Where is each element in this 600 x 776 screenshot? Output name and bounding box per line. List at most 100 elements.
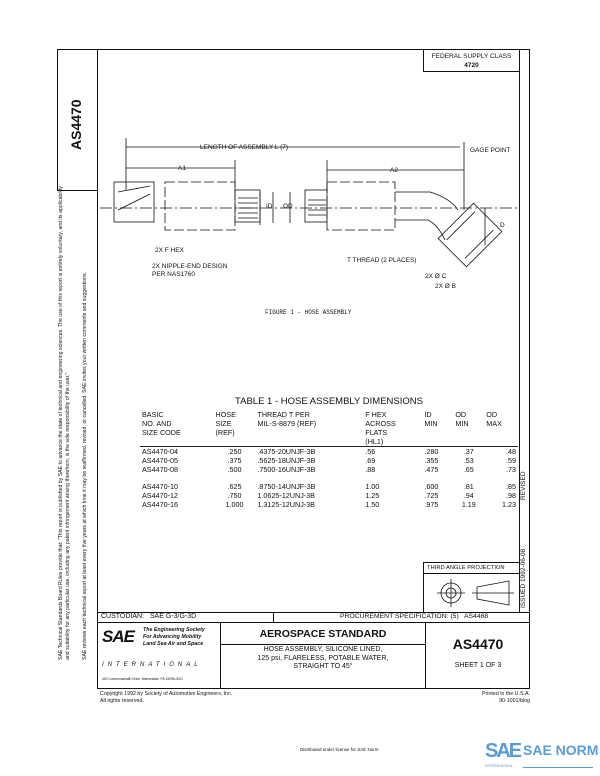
watermark-line [523, 767, 593, 768]
issued-date: ISSUED 1992-06-08 [520, 548, 527, 608]
copyright-line: Copyright 1992 by Society of Automotive … [100, 691, 233, 697]
table-cell: .94 [463, 491, 474, 500]
table-cell: .98 [506, 491, 516, 500]
drawing-frame [97, 49, 530, 612]
table-cell: .88 [365, 465, 376, 474]
table-row: AS4470-04.250.4375-20UNJF-3B.56.280.37.4… [140, 447, 518, 457]
table-cell: 1.000 [225, 500, 244, 509]
document-number: AS4470 [452, 636, 504, 652]
table-cell: 1.23 [502, 500, 516, 509]
label-dia-c: 2X Ø C [425, 273, 447, 280]
watermark-logo: SAE [485, 740, 522, 762]
table-cell: .475 [424, 465, 439, 474]
hose-assembly-figure: LENGTH OF ASSEMBLY L (7) GAGE POINT A1 A… [100, 138, 520, 316]
col-thread: THREAD T PER MIL-S-8879 (REF) [255, 410, 364, 447]
projection-label: THIRD ANGLE PROJECTION [424, 563, 519, 574]
table-title: TABLE 1 - HOSE ASSEMBLY DIMENSIONS [235, 396, 423, 407]
table-cell: .750 [227, 491, 242, 500]
title-block [97, 622, 530, 689]
table-cell: .8750-14UNJF-3B [257, 482, 316, 491]
table-cell: .73 [506, 465, 516, 474]
col-od-min: OD MIN [453, 410, 485, 447]
table-cell: .53 [463, 456, 474, 465]
table-cell: .725 [424, 491, 439, 500]
table-cell: 1.19 [461, 500, 476, 509]
table-row: AS4470-12 .750 1.0625-12UNJ-3B 1.25 .725 .94.… [140, 491, 518, 500]
fsc-label: FEDERAL SUPPLY CLASS [431, 53, 512, 60]
label-dia-b: 2X Ø B [435, 283, 456, 290]
standard-type: AEROSPACE STANDARD [259, 628, 387, 640]
bottom-note: Distributed under license for SAE Norm [300, 747, 379, 752]
tagline-2: For Advancing Mobility [143, 634, 202, 640]
table-cell: .37 [463, 447, 474, 456]
table-cell: .375 [227, 456, 242, 465]
title-line-2: 125 psi, FLARELESS, POTABLE WATER, [257, 654, 389, 662]
sheet-number: SHEET 1 OF 3 [454, 662, 502, 669]
rights-line: All rights reserved. [100, 698, 144, 704]
table-cell: 1.3125-12UNJ-3B [257, 500, 315, 509]
revised-label: REVISED [520, 471, 527, 500]
sae-tagline: The Engineering Society For Advancing Mo… [143, 627, 205, 648]
title-divider-3 [220, 644, 425, 645]
watermark-text: SAE NORM [523, 742, 599, 758]
label-gage-point: GAGE POINT [470, 147, 510, 154]
col-basic-no: BASIC NO. AND SIZE CODE [140, 410, 214, 447]
table-cell: .85 [506, 482, 516, 491]
table-cell: 1.50 [365, 500, 380, 509]
side-note-2: SAE reviews each technical report at lea… [82, 272, 88, 660]
table-cell: AS4470-05 [142, 456, 178, 465]
label-hex: 2X F HEX [155, 247, 185, 254]
hose-dimensions-table: BASIC NO. AND SIZE CODE HOSE SIZE (REF) … [140, 410, 518, 509]
printed-in: Printed in the U.S.A. 90-1001/blog [430, 691, 530, 705]
federal-supply-class-box: FEDERAL SUPPLY CLASS 4720 [423, 49, 520, 72]
table-cell: 1.0625-12UNJ-3B [257, 491, 315, 500]
table-header-row: BASIC NO. AND SIZE CODE HOSE SIZE (REF) … [140, 410, 518, 447]
col-hex: F HEX ACROSS FLATS (HL1) [363, 410, 423, 447]
table-cell: .4375-20UNJF-3B [257, 447, 316, 456]
table-cell: .65 [463, 465, 474, 474]
custodian-divider [273, 612, 274, 623]
table-cell: .81 [463, 482, 474, 491]
custodian: CUSTODIAN: SAE G-3/G-3D [101, 613, 197, 620]
col-od-max: OD MAX [484, 410, 518, 447]
sae-norm-watermark: SAE SAE NORM INTERNATIONAL [483, 740, 600, 774]
table-row: AS4470-08.500.7500-16UNJF-3B.88.475.65.7… [140, 465, 518, 474]
label-a1: A1 [178, 165, 186, 172]
table-cell: .59 [506, 456, 516, 465]
table-cell: AS4470-08 [142, 465, 178, 474]
tagline-1: The Engineering Society [143, 627, 205, 633]
label-thread: T THREAD (2 PLACES) [347, 257, 416, 264]
figure-caption: FIGURE 1 - HOSE ASSEMBLY [265, 309, 352, 316]
label-nipple: 2X NIPPLE-END DESIGN [152, 263, 228, 270]
sae-logo: SAE [102, 627, 135, 646]
table-cell: 1.25 [365, 491, 380, 500]
label-length: LENGTH OF ASSEMBLY L (7) [200, 144, 288, 151]
table-cell: .280 [424, 447, 439, 456]
label-nipple-ref: PER NAS1760 [152, 271, 195, 278]
title-line-1: HOSE ASSEMBLY, SILICONE LINED, [263, 646, 383, 653]
table-cell: .355 [424, 456, 439, 465]
sae-address: 400 Commonwealth Drive, Warrendale, PA 1… [102, 677, 184, 681]
table-spacer [140, 474, 518, 482]
procurement-specification: PROCUREMENT SPECIFICATION: (5) AS4468 [340, 613, 489, 620]
fsc-value: 4720 [464, 62, 479, 69]
table-cell: AS4470-04 [142, 447, 178, 456]
table-cell: AS4470-12 [142, 491, 178, 500]
revision-strip-line [519, 49, 520, 612]
table-cell: .69 [365, 456, 376, 465]
document-title: HOSE ASSEMBLY, SILICONE LINED, 125 psi, … [221, 646, 425, 672]
col-id-min: ID MIN [422, 410, 454, 447]
code-line: 90-1001/blog [499, 698, 530, 704]
label-d: D [500, 222, 505, 229]
printed-line: Printed in the U.S.A. [482, 691, 530, 697]
projection-symbol-icon [437, 579, 514, 607]
third-angle-projection-box: THIRD ANGLE PROJECTION [423, 562, 520, 613]
label-a2: A2 [390, 167, 398, 174]
table-cell: .600 [424, 482, 439, 491]
table-cell: .5625-18UNJF-3B [257, 456, 316, 465]
watermark-logo-sub: INTERNATIONAL [485, 764, 513, 768]
title-divider-1 [220, 622, 221, 689]
table-cell: .500 [227, 465, 242, 474]
